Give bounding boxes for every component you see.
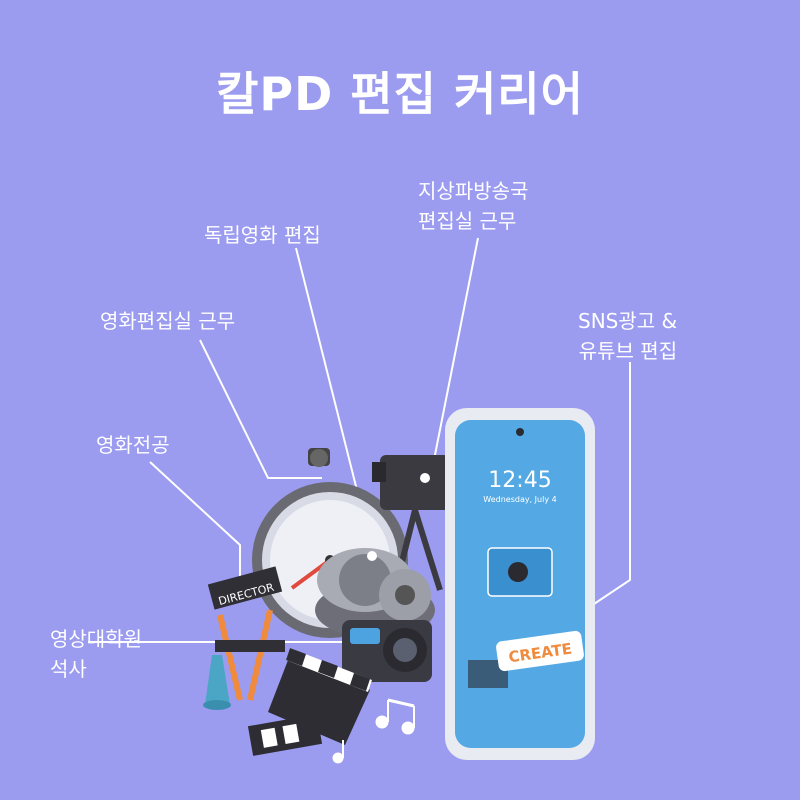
label-grad-line1: 영상대학원 [50, 627, 142, 651]
leader-line-film-major [149, 461, 241, 578]
label-broadcast: 지상파방송국 편집실 근무 [418, 176, 528, 236]
camera-icon [342, 620, 432, 682]
page-title: 칼PD 편집 커리어 [216, 67, 584, 121]
phone-time: 12:45 [488, 468, 551, 493]
leader-line-editing-room [199, 339, 322, 479]
label-film-major: 영화전공 [96, 433, 170, 457]
phone-date: Wednesday, July 4 [483, 495, 556, 504]
label-grad-line2: 석사 [50, 657, 87, 681]
label-broadcast-line2: 편집실 근무 [418, 209, 517, 233]
label-sns: SNS광고 & 유튜브 편집 [578, 306, 677, 366]
label-indie-film: 독립영화 편집 [204, 223, 321, 247]
smartphone-icon: 12:45 Wednesday, July 4 CREATE [445, 408, 595, 760]
label-broadcast-line1: 지상파방송국 [418, 179, 529, 203]
music-note-icon [332, 698, 415, 764]
label-sns-line1: SNS광고 & [578, 309, 678, 333]
label-film-editing-room: 영화편집실 근무 [100, 309, 236, 333]
label-sns-line2: 유튜브 편집 [578, 339, 678, 363]
leader-line-broadcast [431, 237, 479, 471]
film-strip-icon [247, 714, 323, 756]
label-grad: 영상대학원 석사 [50, 624, 142, 684]
megaphone-icon [203, 655, 231, 710]
